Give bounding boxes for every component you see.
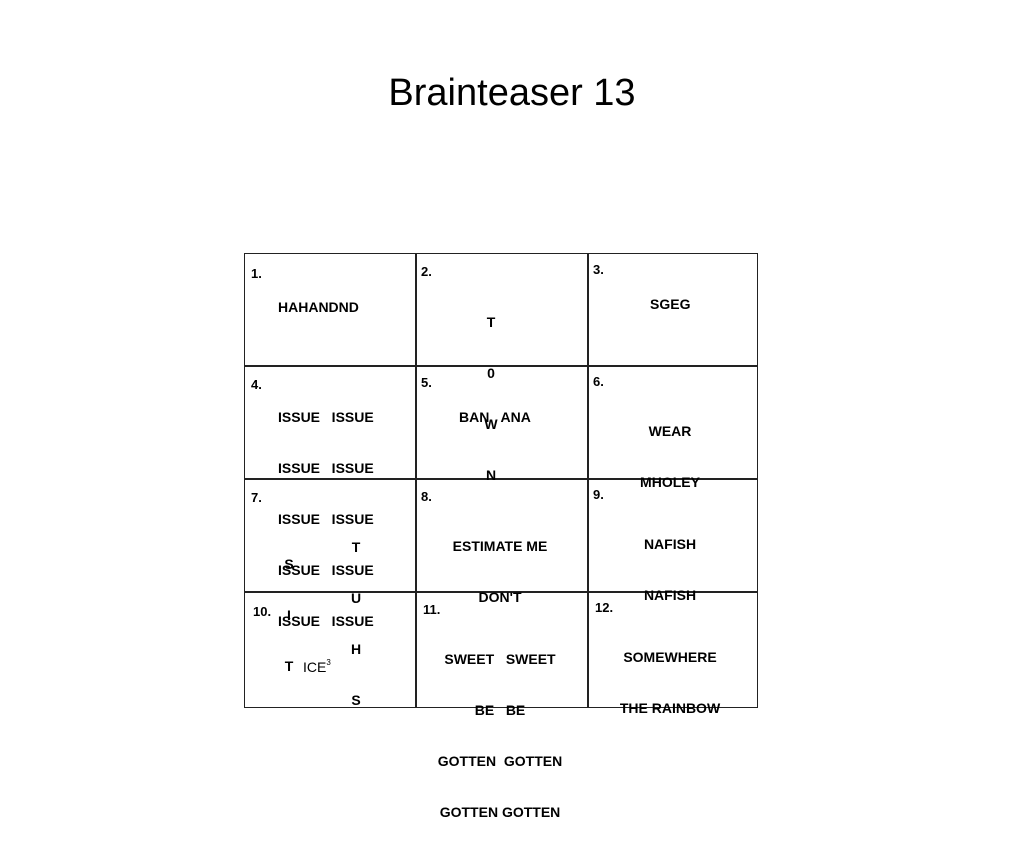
puzzle-number: 10. [253, 604, 272, 619]
grid-line [415, 254, 417, 707]
puzzle-clue: SGEG [650, 296, 691, 312]
puzzle-clue-letter: T [351, 539, 361, 555]
puzzle-clue-line: ISSUE ISSUE [278, 409, 374, 425]
puzzle-number: 9. [593, 487, 604, 502]
puzzle-clue-line: ISSUE ISSUE [278, 613, 374, 629]
slide-title: Brainteaser 13 [388, 72, 636, 114]
puzzle-clue-letter: S [351, 692, 361, 708]
puzzle-clue: ICE3 [303, 654, 331, 676]
puzzle-clue-base: ICE [303, 659, 327, 675]
puzzle-clue-line: ESTIMATE ME [452, 538, 548, 554]
puzzle-clue-line: ISSUE ISSUE [278, 511, 374, 527]
puzzle-clue-letter: T [284, 658, 294, 674]
puzzle-clue-line: GOTTEN GOTTEN [437, 753, 563, 769]
puzzle-number: 8. [421, 489, 432, 504]
puzzle-clue-line: BE BE [474, 702, 526, 718]
grid-line [245, 365, 757, 367]
puzzle-clue-line: NAFISH [643, 536, 697, 552]
puzzle-number: 6. [593, 374, 604, 389]
puzzle-clue-line: ISSUE ISSUE [278, 562, 374, 578]
puzzle-clue-line: ISSUE ISSUE [278, 460, 374, 476]
puzzle-number: 12. [595, 600, 614, 615]
puzzle-number: 3. [593, 262, 604, 277]
puzzle-clue-line: NAFISH [643, 587, 697, 603]
puzzle-clue: HAHANDND [278, 299, 359, 315]
puzzle-clue-line: MHOLEY [640, 474, 700, 490]
puzzle-clue-line: N [485, 467, 497, 483]
puzzle-clue-letter: S [284, 556, 294, 572]
puzzle-number: 11. [423, 602, 441, 617]
puzzle-clue: BAN ANA [459, 409, 531, 425]
grid-line [587, 254, 589, 707]
puzzle-clue-letter: I [287, 607, 291, 623]
puzzle-clue-letter: H [350, 641, 362, 657]
puzzle-number: 7. [251, 490, 262, 505]
grid-line [245, 591, 757, 593]
puzzle-number: 1. [251, 266, 262, 281]
puzzle-clue-line: 0 [487, 365, 495, 381]
puzzle-clue-line: W [484, 416, 498, 432]
puzzle-clue-line: THE RAINBOW [619, 700, 721, 716]
puzzle-clue-line: T [486, 314, 496, 330]
puzzle-number: 4. [251, 377, 262, 392]
puzzle-clue-line: WEAR [648, 423, 692, 439]
puzzle-clue-line: DON'T [478, 589, 522, 605]
puzzle-clue-letter: U [350, 590, 362, 606]
grid-line [245, 478, 757, 480]
puzzle-number: 5. [421, 375, 432, 390]
puzzle-clue-line: SOMEWHERE [623, 649, 717, 665]
puzzle-number: 2. [421, 264, 432, 279]
puzzle-grid: 1. HAHANDND 2. T 0 W N 3. SGEG 4. ISSUE … [244, 253, 758, 820]
puzzle-clue-line: GOTTEN GOTTEN [439, 804, 561, 820]
puzzle-clue-line: SWEET SWEET [444, 651, 556, 667]
puzzle-clue-exponent: 3 [326, 658, 331, 667]
